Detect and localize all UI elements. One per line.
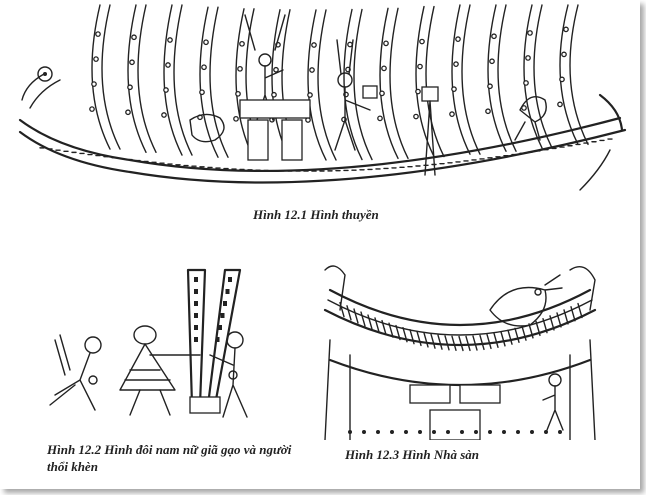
figure-12-2-caption: Hình 12.2 Hình đôi nam nữ giã gạo và ngư…	[47, 442, 292, 474]
illustration-page: Hình 12.1 Hình thuyền	[0, 0, 640, 474]
rice-pounding-drawing	[40, 265, 270, 435]
figure-12-3-caption: Hình 12.3 Hình Nhà sàn	[345, 447, 480, 462]
stilt-house-drawing	[310, 260, 600, 440]
boat-drawing	[0, 0, 640, 205]
figure-12-1-caption: Hình 12.1 Hình thuyền	[253, 207, 379, 222]
